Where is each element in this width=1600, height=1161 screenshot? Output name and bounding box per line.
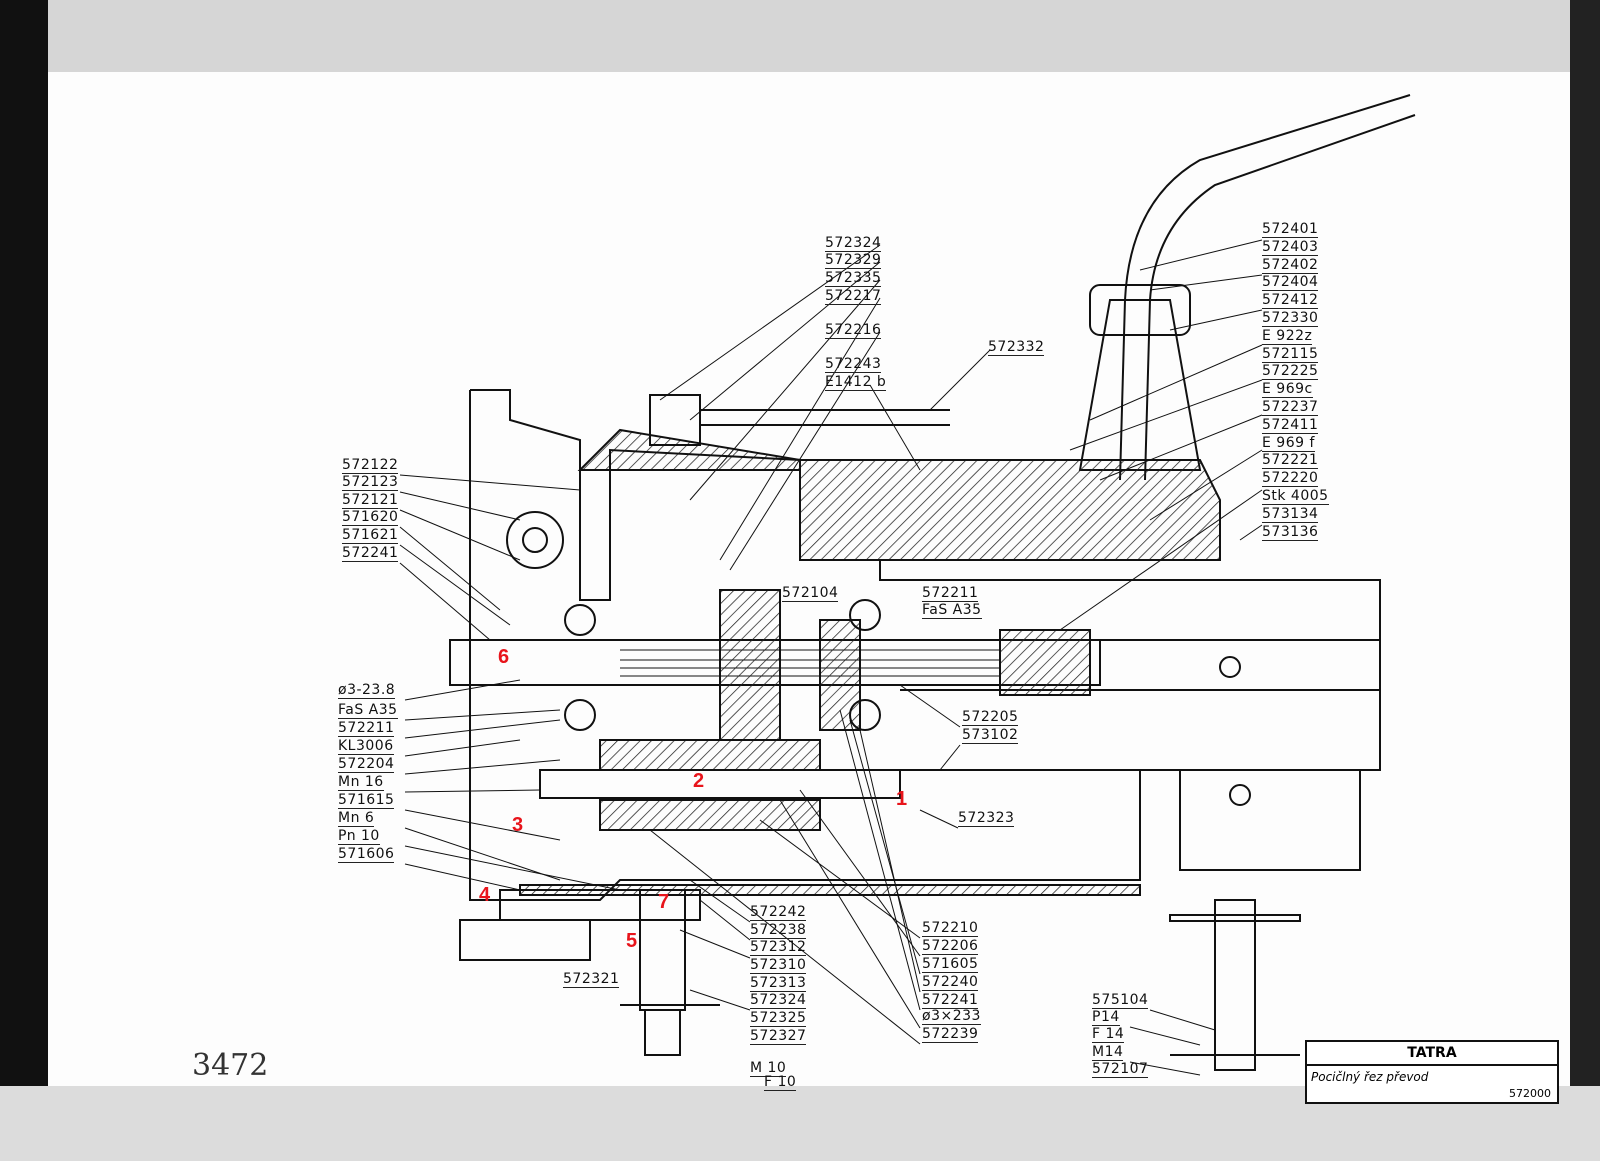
part-label: 572310 <box>750 957 807 974</box>
scan-border-right <box>1570 0 1600 1161</box>
part-label: ø3×233 <box>922 1008 981 1025</box>
part-label: 572324 <box>750 992 807 1009</box>
callout-3: 3 <box>512 814 524 836</box>
part-label: 572211 <box>922 585 979 602</box>
part-label: 572104 <box>782 585 839 602</box>
part-label: 572313 <box>750 975 807 992</box>
part-label: 572411 <box>1262 416 1319 434</box>
part-label: 572402 <box>1262 256 1319 274</box>
scan-border-left <box>0 0 48 1161</box>
part-label: FaS A35 <box>922 602 982 619</box>
scan-border-top <box>0 0 1600 72</box>
part-label: 572324 <box>825 235 882 252</box>
part-label: 572123 <box>342 474 399 491</box>
part-label: 572403 <box>1262 238 1319 256</box>
part-label: 572327 <box>750 1028 807 1045</box>
drawing-title: Pocičlný řez převod <box>1311 1070 1429 1084</box>
part-label: Stk 4005 <box>1262 487 1329 505</box>
part-label: 572217 <box>825 288 882 305</box>
part-label: 572401 <box>1262 221 1319 238</box>
part-label: E 922z <box>1262 327 1313 345</box>
part-label: 572412 <box>1262 292 1319 310</box>
part-label: 572121 <box>342 492 399 509</box>
part-label: M14 <box>1092 1044 1124 1061</box>
part-label: KL3006 <box>338 738 394 755</box>
main-casing <box>470 389 1380 601</box>
part-label: 573134 <box>1262 505 1319 523</box>
part-label: 572325 <box>750 1010 807 1027</box>
part-label: 572239 <box>922 1026 979 1043</box>
handwritten-number: 3472 <box>192 1048 269 1083</box>
lever-housing <box>1078 299 1202 471</box>
part-label: 572242 <box>750 904 807 921</box>
title-block: TATRA Pocičlný řez převod 572000 <box>1305 1040 1559 1104</box>
part-label: 572238 <box>750 922 807 939</box>
part-label: Mn 16 <box>338 774 384 791</box>
part-label: 572243 <box>825 356 882 373</box>
part-label: Mn 6 <box>338 810 375 827</box>
part-label: 572220 <box>1262 470 1319 488</box>
callout-7: 7 <box>658 891 670 913</box>
callout-1: 1 <box>896 788 908 810</box>
countershaft <box>539 769 901 799</box>
part-label: 572221 <box>1262 452 1319 470</box>
part-label: 572321 <box>563 971 620 988</box>
part-label: 572211 <box>338 720 395 737</box>
part-label: E 969c <box>1262 381 1313 399</box>
part-label: 572122 <box>342 457 399 474</box>
part-label: 571621 <box>342 527 399 544</box>
company-name: TATRA <box>1307 1042 1557 1066</box>
part-label: 572404 <box>1262 274 1319 292</box>
part-label: F 14 <box>1092 1026 1125 1043</box>
part-label: 572204 <box>338 756 395 773</box>
part-label: 572115 <box>1262 345 1319 363</box>
part-label: 572241 <box>342 545 399 562</box>
part-label: Pn 10 <box>338 828 380 845</box>
callout-6: 6 <box>498 646 510 668</box>
part-label: F 10 <box>764 1074 797 1091</box>
part-label: 572330 <box>1262 309 1319 327</box>
part-label: P14 <box>1092 1009 1120 1026</box>
part-label: 572329 <box>825 252 882 269</box>
part-label: 571606 <box>338 846 395 863</box>
part-label: 572312 <box>750 939 807 956</box>
part-label: 571620 <box>342 509 399 526</box>
part-label: 572206 <box>922 938 979 955</box>
part-label: 571605 <box>922 956 979 973</box>
part-label: 572237 <box>1262 398 1319 416</box>
shift-lever <box>1119 94 1416 481</box>
part-label: 572107 <box>1092 1061 1149 1078</box>
part-label: 572205 <box>962 709 1019 726</box>
part-label: 572335 <box>825 270 882 287</box>
part-label: 572332 <box>988 339 1045 356</box>
part-label: ø3-23.8 <box>338 682 396 699</box>
part-label: E 969 f <box>1262 434 1315 452</box>
part-label: 572241 <box>922 992 979 1009</box>
callout-2: 2 <box>693 770 705 792</box>
part-label: 573136 <box>1262 523 1319 541</box>
drawing-number: 572000 <box>1509 1087 1551 1100</box>
part-label: 572323 <box>958 810 1015 827</box>
part-label: E1412 b <box>825 374 887 391</box>
callout-4: 4 <box>479 884 491 906</box>
part-label: 572210 <box>922 920 979 937</box>
part-label: 572216 <box>825 322 882 339</box>
part-label: 573102 <box>962 727 1019 744</box>
part-label: 571615 <box>338 792 395 809</box>
callout-5: 5 <box>626 930 638 952</box>
part-label: 575104 <box>1092 992 1149 1009</box>
part-label: FaS A35 <box>338 702 398 719</box>
part-label: 572225 <box>1262 363 1319 381</box>
part-label: 572240 <box>922 974 979 991</box>
part-label: M 10 <box>750 1060 787 1077</box>
upper-housing <box>577 428 1221 561</box>
